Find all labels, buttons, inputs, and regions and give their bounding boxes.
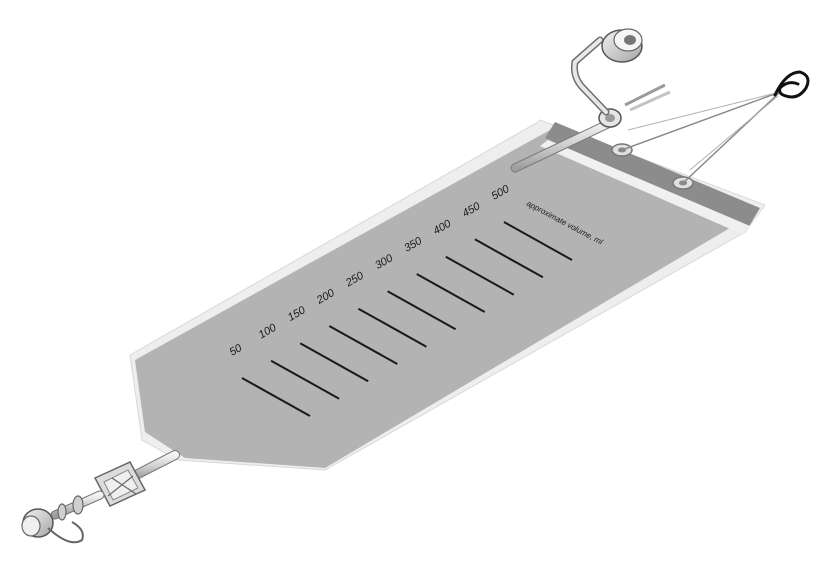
inlet-tube — [510, 83, 671, 173]
outlet-cap — [21, 508, 84, 544]
scale-line-350 — [416, 273, 486, 313]
outlet-spout — [50, 490, 105, 521]
hanger-cap — [601, 28, 643, 63]
scale-line-400 — [445, 255, 515, 296]
drain-valve — [93, 461, 147, 507]
scale-line-250 — [357, 307, 427, 348]
drainage-bag — [129, 119, 766, 471]
bag-seal-stripe — [540, 140, 750, 234]
hanger-rod — [571, 28, 643, 116]
tube-ring-hole — [605, 114, 615, 122]
scale-line-500 — [503, 221, 573, 261]
bag-body — [135, 130, 740, 468]
outlet-tube — [125, 450, 180, 483]
scale-line-100 — [270, 359, 340, 400]
scale-line-200 — [328, 325, 398, 365]
scale-line-50 — [241, 377, 311, 417]
bag-top-band — [545, 122, 760, 228]
scale-line-150 — [299, 342, 369, 383]
scale-line-300 — [387, 290, 457, 331]
scale-line-450 — [474, 238, 544, 279]
hook-icon — [773, 70, 810, 99]
hanging-strings — [621, 91, 781, 184]
